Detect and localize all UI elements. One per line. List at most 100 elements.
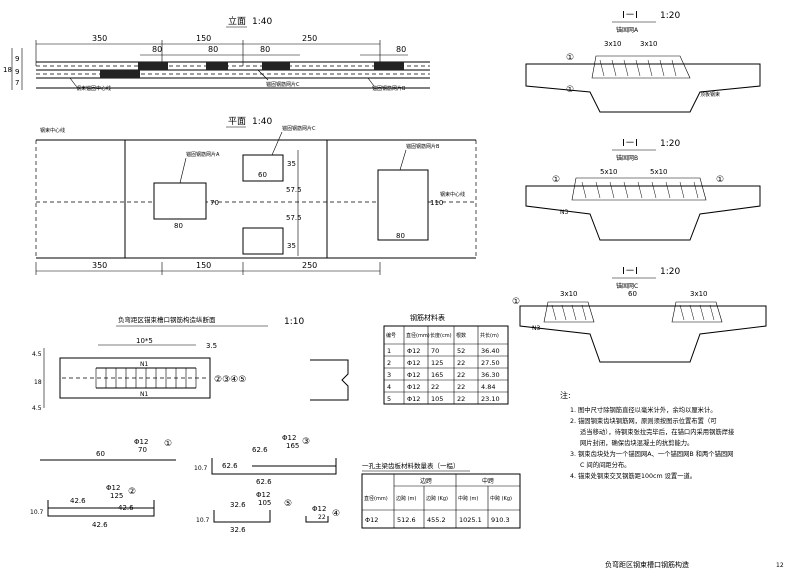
box-dim: 60 (258, 171, 267, 179)
table-header: 直径(mm) (364, 495, 388, 502)
leader-line (399, 149, 407, 171)
table-cell: 27.50 (481, 359, 500, 367)
marker: ① (716, 175, 724, 185)
side-label: N3 (560, 209, 568, 216)
table-cell: Φ12 (365, 516, 378, 524)
mesh-box-b (377, 169, 429, 241)
dim-350: 350 (92, 261, 107, 270)
dim-80: 80 (152, 45, 162, 54)
elevation-note: 锚固钢筋网片C (266, 81, 300, 88)
table-header: 编号 (386, 332, 396, 339)
plan-view: 平面 1:40 60 70 80 80 110 35 57.5 57.5 35 … (35, 116, 477, 275)
table-cell: 1025.1 (459, 516, 482, 524)
dim-left: 9 (15, 68, 19, 76)
mesh-outline (571, 177, 707, 201)
dim-80: 80 (260, 45, 270, 54)
table-cell: 36.40 (481, 347, 500, 355)
shape-dim: 60 (96, 450, 105, 458)
bar-shapes: 60 Φ12 70 ① 42.6 42.6 42.6 10.7 Φ12 125 … (30, 434, 340, 534)
table-cell: 22 (457, 395, 465, 403)
shape-len: 125 (110, 492, 123, 500)
section-dim: 3x10 (640, 40, 658, 48)
bar-shape-4 (305, 516, 329, 523)
mesh-hatch (551, 304, 715, 321)
leader-line (69, 77, 77, 87)
table-header: 中跨 (m) (458, 495, 478, 502)
shape-len: 22 (318, 514, 326, 521)
table-cell: Φ12 (407, 383, 420, 391)
elevation-title: 立面 (228, 15, 246, 27)
table-cell: 22 (431, 383, 439, 391)
break-outline (310, 359, 349, 401)
dim-left: 9 (15, 55, 19, 63)
dim-150: 150 (196, 261, 211, 270)
note-line: 网片封闭，确保齿块混凝土的抗剪能力。 (580, 438, 693, 447)
table-cell: 105 (431, 395, 443, 403)
shape-len: 105 (258, 499, 271, 507)
leader-line (367, 77, 375, 87)
section-title: I－I (622, 10, 638, 21)
box-dim: 110 (430, 199, 443, 207)
table-header: 边跨 (Kg) (426, 495, 448, 502)
shape-dim: 62.6 (252, 446, 268, 454)
table-cell: 1 (387, 347, 391, 355)
bar-label: N1 (140, 361, 148, 368)
dim-250: 250 (302, 261, 317, 270)
table-cell: 125 (431, 359, 443, 367)
dim-left: 18 (3, 66, 12, 74)
section-sub: 锚固网C (616, 282, 638, 290)
vert-dim: 35 (287, 242, 296, 250)
box-dim: 80 (174, 222, 183, 230)
detail-scale: 1:10 (284, 317, 304, 327)
notes-block: 注: 1. 图中尺寸除钢筋直径以毫米计外，余均以厘米计。2. 锚固钢束齿块钢筋网… (560, 390, 735, 480)
shape-dia: Φ12 (134, 438, 148, 446)
table-cell: 165 (431, 371, 443, 379)
table-cell: 22 (457, 359, 465, 367)
section-sub: 锚固网A (616, 26, 639, 34)
section-dim: 60 (628, 290, 637, 298)
box-girder-outline (525, 63, 761, 113)
marker: ① (566, 53, 574, 63)
table-cell: 70 (431, 347, 439, 355)
marker: ① (164, 439, 172, 449)
plan-label: 钢束中心线 (40, 127, 65, 134)
mesh-box-c (242, 227, 284, 255)
mesh-hatch (599, 59, 677, 77)
dim-80: 80 (396, 45, 406, 54)
section-dim: 5x10 (650, 168, 668, 176)
table-header: 长度(cm) (430, 332, 452, 339)
table-frame (361, 473, 521, 529)
shape-dim: 42.6 (70, 497, 86, 505)
elevation-scale: 1:40 (252, 17, 272, 27)
detail-dim: 4.5 (32, 405, 42, 412)
box-dim: 70 (210, 199, 219, 207)
quantity-table: 一孔主梁齿板材料数量表（一榀） 边跨中跨直径(mm)边跨 (m)边跨 (Kg)中… (361, 461, 521, 529)
table-header: 共长(m) (480, 332, 499, 339)
sheet-title: 负弯距区钢束槽口钢筋构造 (605, 560, 689, 569)
detail-dim: 10*5 (136, 337, 153, 345)
shape-dim: 42.6 (118, 504, 134, 512)
shape-dia: Φ12 (282, 434, 296, 442)
mesh-box-a (153, 182, 207, 220)
note-line: 2. 锚固钢束齿块钢筋网，原则须按图示位置布置（可 (570, 416, 717, 425)
section-a: I－I 1:20 锚固网A 3x10 3x10 ① ① 顶板钢束 (525, 10, 761, 113)
shape-dim: 10.7 (196, 517, 210, 524)
shape-dim: 62.6 (222, 462, 238, 470)
section-scale: 1:20 (660, 11, 680, 21)
qty-table-title: 一孔主梁齿板材料数量表（一榀） (362, 461, 460, 470)
table-header: 直径(mm) (406, 332, 430, 339)
vert-dim: 57.5 (286, 214, 302, 222)
rebar-table-title: 钢筋材料表 (410, 313, 445, 322)
anchor-block (138, 62, 168, 70)
plan-title: 平面 (228, 116, 246, 127)
longitudinal-detail: 负弯距区锚束槽口钢筋构造纵断面 1:10 10*5 3.5 N1 N1 ②③④⑤… (32, 315, 349, 412)
anchor-block (100, 70, 140, 78)
box-dim: 80 (396, 232, 405, 240)
table-header: 边跨 (m) (396, 495, 416, 502)
dim-left: 7 (15, 79, 19, 87)
marker: ③ (302, 437, 310, 447)
note-line: 4. 锚束处钢束交叉钢筋距100cm 设置一道。 (570, 471, 696, 480)
